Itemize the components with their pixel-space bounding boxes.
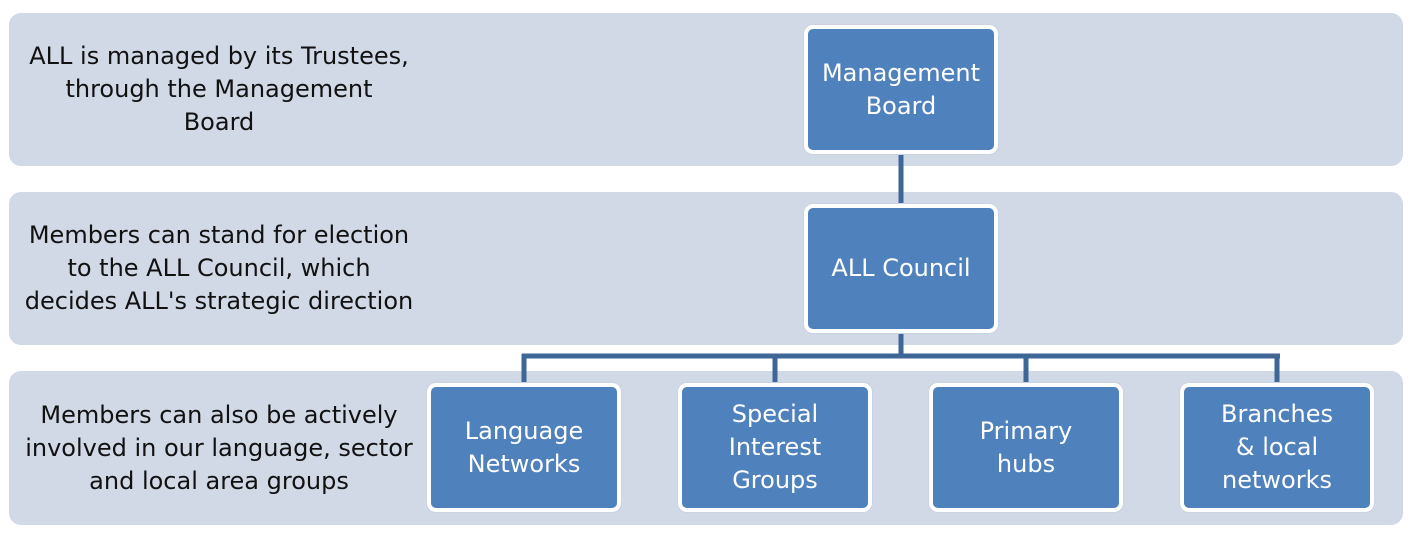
row-description-council: Members can stand for election to the AL…	[24, 221, 414, 315]
row-description-management: ALL is managed by its Trustees, through …	[29, 42, 409, 136]
node-management-board: Management Board	[804, 25, 998, 154]
node-all-council: ALL Council	[804, 204, 998, 333]
node-primary-hubs: Primary hubs	[929, 383, 1123, 512]
row-band-management	[9, 13, 1403, 166]
node-branches-local-networks: Branches & local networks	[1180, 383, 1374, 512]
row-description-groups: Members can also be actively involved in…	[25, 400, 413, 495]
node-special-interest-groups: Special Interest Groups	[678, 383, 872, 512]
node-language-networks: Language Networks	[427, 383, 621, 512]
row-band-council	[9, 192, 1403, 345]
